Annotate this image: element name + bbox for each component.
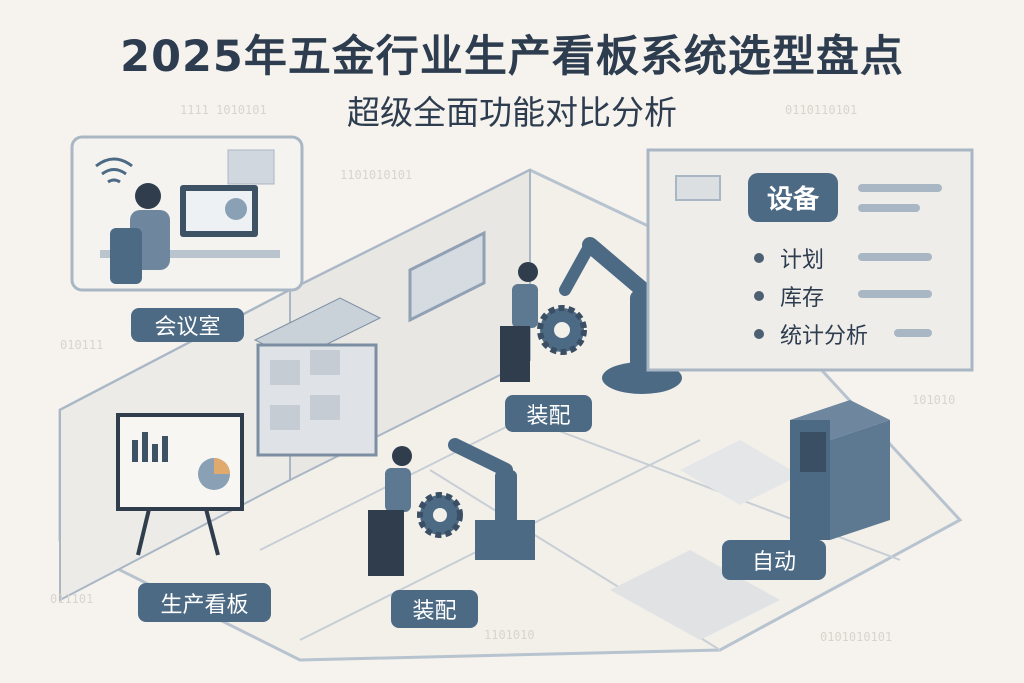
gear-icon (537, 305, 587, 355)
worker-icon (500, 262, 538, 382)
page-subtitle: 超级全面功能对比分析 (347, 93, 677, 132)
floor-tile (680, 440, 800, 505)
page-title: 2025年五金行业生产看板系统选型盘点 (120, 32, 904, 82)
binary-text: 011101 (50, 592, 94, 606)
wifi-icon (95, 157, 133, 184)
binary-text: 010111 (60, 338, 104, 352)
desk (100, 250, 280, 258)
window-icon (408, 230, 486, 323)
bullet-icon (754, 329, 764, 339)
robot-arm-icon (448, 438, 535, 560)
binary-text: 0101010101 (820, 630, 893, 644)
binary-text: 101010 (912, 393, 956, 407)
chair-icon (110, 228, 142, 284)
label-assembly: 装配 (391, 590, 478, 628)
label-assembly: 装配 (505, 395, 592, 432)
bullet-icon (754, 291, 764, 301)
placeholder-lines (858, 184, 942, 337)
label-meeting-room: 会议室 (131, 308, 244, 342)
control-cabinet-icon (790, 400, 890, 540)
bullet-icon (754, 253, 764, 263)
binary-text: 1101010 (484, 628, 535, 642)
panel-item-statistics: 统计分析 (754, 318, 868, 350)
production-board-icon (116, 413, 244, 556)
binary-text: 1101010101 (340, 168, 413, 182)
monitor-icon (180, 185, 258, 237)
label-production-board: 生产看板 (138, 583, 271, 622)
panel-item-plan: 计划 (754, 242, 824, 274)
gear-icon (417, 492, 463, 538)
panel-item-label: 库存 (780, 286, 825, 311)
binary-text: 1111 1010101 (180, 103, 267, 117)
label-automation: 自动 (722, 540, 826, 580)
panel-heading-equipment: 设备 (748, 173, 838, 222)
panel-item-label: 统计分析 (780, 324, 869, 349)
panel-item-label: 计划 (780, 248, 825, 273)
panel-item-inventory: 库存 (754, 280, 824, 312)
floor-tile (610, 550, 780, 640)
binary-text: 0110110101 (785, 103, 858, 117)
shelf-icon (253, 297, 382, 457)
wall-chart-icon (227, 149, 275, 185)
panel-icon (675, 175, 721, 201)
worker-icon (368, 446, 412, 576)
